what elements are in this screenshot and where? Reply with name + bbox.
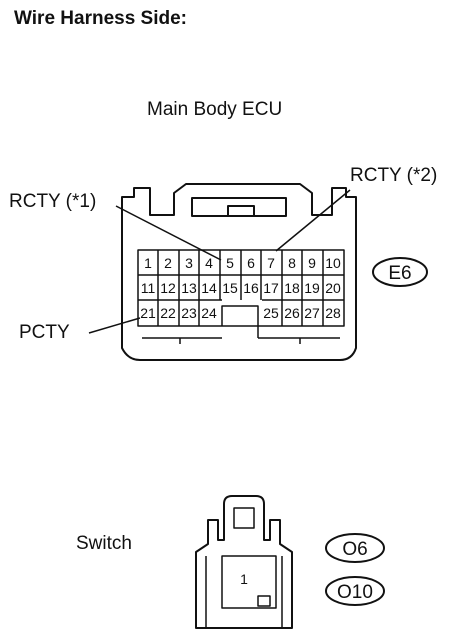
switch-connector-outline bbox=[195, 495, 293, 629]
pin-label: 15 bbox=[222, 280, 238, 296]
pin-label: 4 bbox=[205, 255, 213, 271]
switch-code-badge-o6: O6 bbox=[325, 533, 385, 563]
switch-connector-code: O10 bbox=[337, 582, 373, 603]
pin-label: 18 bbox=[284, 280, 300, 296]
leader-rcty-2 bbox=[275, 189, 351, 252]
ecu-key-slot bbox=[221, 305, 259, 338]
pin-label: 26 bbox=[284, 305, 300, 321]
pin-label: 10 bbox=[325, 255, 341, 271]
switch-lock-slot bbox=[233, 507, 255, 529]
callout-rcty-1: RCTY (*1) bbox=[9, 191, 97, 212]
pin-label: 5 bbox=[226, 255, 234, 271]
leader-rcty-1 bbox=[115, 205, 222, 261]
pin-label: 23 bbox=[181, 305, 197, 321]
pin-label: 7 bbox=[267, 255, 275, 271]
switch-code-badge-o10: O10 bbox=[325, 576, 385, 606]
pin-label: 20 bbox=[325, 280, 341, 296]
switch-pin-cavity bbox=[221, 555, 277, 609]
pin-label: 2 bbox=[164, 255, 172, 271]
ecu-connector-code: E6 bbox=[388, 263, 411, 284]
ecu-connector-code-badge: E6 bbox=[372, 257, 428, 287]
pin-label: 3 bbox=[185, 255, 193, 271]
pin-label: 11 bbox=[141, 280, 156, 296]
pin-label: 25 bbox=[263, 305, 279, 321]
pin-label: 1 bbox=[144, 255, 152, 271]
page-heading: Wire Harness Side: bbox=[14, 8, 188, 29]
ecu-pin-labels: 1 2 3 4 5 6 7 8 9 10 11 12 13 14 15 16 1… bbox=[140, 255, 341, 321]
pin-label: 8 bbox=[288, 255, 296, 271]
switch-title: Switch bbox=[76, 533, 132, 554]
ecu-title: Main Body ECU bbox=[147, 99, 283, 120]
pin-label: 16 bbox=[243, 280, 259, 296]
callout-pcty: PCTY bbox=[19, 322, 70, 343]
ecu-lock-latch bbox=[227, 205, 255, 217]
callout-rcty-2: RCTY (*2) bbox=[350, 165, 438, 186]
pin-label: 24 bbox=[201, 305, 217, 321]
switch-connector-code: O6 bbox=[342, 539, 367, 560]
pin-label: 27 bbox=[304, 305, 320, 321]
pin-label: 6 bbox=[247, 255, 255, 271]
switch-pin-marker bbox=[257, 595, 271, 607]
pin-label: 21 bbox=[140, 305, 156, 321]
leader-pcty bbox=[88, 317, 141, 334]
pin-label: 28 bbox=[325, 305, 341, 321]
pin-label: 13 bbox=[181, 280, 197, 296]
pin-label: 14 bbox=[201, 280, 217, 296]
pin-label: 19 bbox=[304, 280, 320, 296]
switch-pin-label: 1 bbox=[240, 571, 248, 587]
ecu-connector-outline bbox=[121, 183, 357, 361]
pin-label: 22 bbox=[160, 305, 176, 321]
pin-label: 9 bbox=[308, 255, 316, 271]
pin-label: 17 bbox=[263, 280, 279, 296]
pin-label: 12 bbox=[160, 280, 176, 296]
